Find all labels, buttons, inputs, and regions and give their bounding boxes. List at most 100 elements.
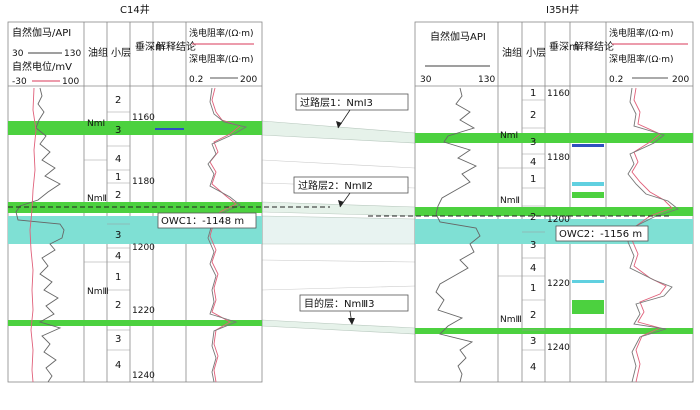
right-interp-mark — [572, 280, 604, 283]
r-sublayer-header: 小层 — [526, 47, 546, 59]
r-interp-header: 解释结论 — [574, 40, 614, 53]
right-sublayer: 3 — [530, 336, 536, 347]
r-res-max: 200 — [672, 75, 689, 85]
right-sublayer: 2 — [530, 110, 536, 121]
right-oil-group-1: NmⅠ — [500, 131, 518, 141]
target-layer-label: 目的层：NmⅢ3 — [304, 297, 374, 310]
right-depth: 1180 — [547, 153, 570, 163]
left-depth: 1180 — [132, 177, 155, 187]
left-well: C14井 自然伽马/API 30 130 自然电位/mV -30 100 油组 … — [7, 3, 330, 383]
left-oil-group-2: NmⅡ — [87, 194, 107, 204]
right-sublayer: 3 — [530, 240, 536, 251]
right-well-title: I35H井 — [546, 3, 579, 16]
corr-line — [261, 259, 416, 263]
corr-band-nm2-water — [261, 215, 416, 245]
sublayer-header: 小层 — [111, 47, 131, 59]
owc1-label-box — [157, 212, 257, 229]
right-sublayer: 4 — [530, 362, 536, 373]
right-oil-band-nm3 — [415, 328, 693, 334]
owc2-label: OWC2：-1156 m — [559, 229, 642, 240]
left-sublayer: 3 — [115, 334, 121, 345]
left-sublayer: 2 — [115, 95, 121, 106]
left-sublayer: 4 — [115, 154, 121, 165]
sp-max: 100 — [62, 77, 79, 87]
left-well-title: C14井 — [120, 3, 150, 16]
right-oil-band-nm1 — [415, 133, 693, 143]
left-sublayer: 4 — [115, 251, 121, 262]
sp-header: 自然电位/mV — [12, 60, 72, 73]
right-interp-mark — [572, 182, 604, 186]
left-sublayer: 1 — [115, 272, 121, 283]
left-sublayer: 4 — [115, 360, 121, 371]
pass-layer-2-box — [293, 176, 409, 194]
right-well: I35H井 自然伽马API 30 130 油组 小层 垂深m 解释结论 浅电阻率… — [368, 3, 694, 383]
gamma-max: 130 — [64, 49, 81, 59]
left-oil-group-1: NmⅠ — [87, 119, 105, 129]
r-gamma-max: 130 — [478, 75, 495, 85]
right-gamma-curve — [435, 87, 481, 383]
left-depth: 1160 — [132, 113, 155, 123]
left-sublayer: 2 — [115, 300, 121, 311]
left-depth: 1240 — [132, 371, 155, 381]
r-gamma-header: 自然伽马API — [430, 30, 486, 43]
right-interp-mark — [572, 144, 604, 147]
left-oil-band-nm1 — [8, 121, 262, 135]
left-depth: 1220 — [132, 306, 155, 316]
left-interp-mark — [155, 128, 184, 130]
right-sublayer: 1 — [530, 174, 536, 185]
gamma-min: 30 — [12, 49, 24, 59]
correlation-bands — [261, 120, 416, 335]
corr-band-nm3-target — [261, 319, 416, 335]
oil-group-header: 油组 — [88, 46, 108, 59]
r-depth-header: 垂深m — [549, 41, 579, 53]
right-sublayer: 1 — [530, 88, 536, 99]
right-depth: 1200 — [547, 215, 570, 225]
left-oil-group-3: NmⅢ — [87, 287, 109, 297]
sp-min: -30 — [12, 77, 27, 87]
r-res-shallow-header: 浅电阻率/(Ω·m) — [609, 27, 674, 39]
res-min: 0.2 — [189, 75, 203, 85]
r-oil-group-header: 油组 — [502, 46, 522, 59]
right-interp-mark — [572, 300, 604, 314]
right-depth: 1240 — [547, 343, 570, 353]
left-sublayer: 3 — [115, 125, 121, 136]
right-depth: 1220 — [547, 279, 570, 289]
right-sublayer: 2 — [530, 212, 536, 223]
pass-layer-1-label: 过路层1：NmⅠ3 — [300, 96, 373, 109]
right-oil-group-2: NmⅡ — [500, 196, 520, 206]
corr-line — [261, 285, 416, 291]
left-oil-band-nm2 — [8, 202, 262, 213]
right-sublayer: 1 — [530, 283, 536, 294]
r-res-deep-header: 深电阻率/(Ω·m) — [609, 53, 674, 65]
owc1-label: OWC1：-1148 m — [161, 216, 244, 227]
right-sublayer: 3 — [530, 137, 536, 148]
annotations: 过路层1：NmⅠ3 过路层2：NmⅡ2 目的层：NmⅢ3 — [293, 93, 409, 325]
right-oil-group-3: NmⅢ — [500, 315, 522, 325]
left-gamma-curve — [15, 87, 65, 383]
r-gamma-min: 30 — [420, 75, 432, 85]
right-depth: 1160 — [547, 89, 570, 99]
interp-header: 解释结论 — [156, 40, 196, 53]
res-shallow-header: 浅电阻率/(Ω·m) — [189, 27, 254, 39]
corr-line — [261, 159, 416, 169]
right-sublayer: 2 — [530, 310, 536, 321]
pass-layer-1-box — [295, 93, 409, 111]
left-sp-curve — [29, 87, 37, 383]
gamma-header: 自然伽马/API — [12, 26, 71, 39]
right-sublayer: 4 — [530, 157, 536, 168]
right-well-frame — [414, 21, 694, 383]
corr-band-nm2-oil — [261, 201, 416, 217]
left-sublayer: 2 — [115, 190, 121, 201]
res-max: 200 — [240, 75, 257, 85]
depth-header: 垂深m — [135, 41, 165, 53]
right-oil-band-nm2 — [415, 207, 693, 216]
right-sublayer: 4 — [530, 263, 536, 274]
owc2-label-box — [555, 225, 649, 242]
left-sublayer: 3 — [115, 230, 121, 241]
left-sublayer: 1 — [115, 172, 121, 183]
left-depth: 1200 — [132, 243, 155, 253]
r-res-min: 0.2 — [609, 75, 623, 85]
left-oil-band-nm3 — [8, 320, 262, 326]
